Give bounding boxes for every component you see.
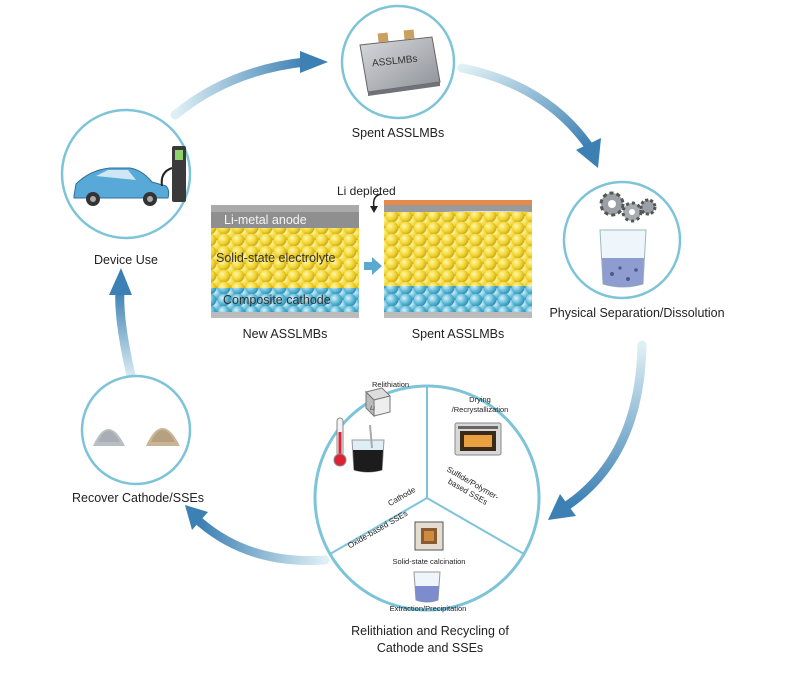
- device-use-label: Device Use: [94, 253, 158, 267]
- gears-icon: [599, 191, 657, 223]
- cycle-arrow-recover-to-device: [109, 268, 137, 385]
- electrolyte-label: Solid-state electrolyte: [216, 251, 336, 265]
- li-depleted-pointer: [370, 193, 382, 213]
- transition-arrow: [364, 257, 382, 275]
- precipitation-beaker-icon: [413, 571, 441, 603]
- calcination-label: Solid-state calcination: [392, 557, 466, 566]
- cycle-arrow-device-to-spent: [170, 51, 328, 120]
- electric-car-icon: [73, 167, 170, 206]
- anode-label: Li-metal anode: [224, 213, 307, 227]
- cycle-arrow-recycle-to-recover: [185, 505, 330, 565]
- black-beaker-icon: [351, 424, 385, 473]
- recover-label: Recover Cathode/SSEs: [71, 491, 204, 505]
- oven-icon: [454, 422, 502, 456]
- relithiation-recycling-label: Relithiation and Recycling of Cathode an…: [351, 624, 509, 655]
- cycle-arrow-spent-to-separation: [457, 63, 601, 168]
- thermometer-icon: [333, 417, 347, 467]
- relithiation-label: Relithiation: [372, 380, 410, 389]
- separation-node: [562, 180, 682, 300]
- li-metal-cube-icon: [365, 387, 391, 418]
- cathode-powder-pile-icon: [93, 429, 125, 446]
- device-use-node: [60, 108, 192, 240]
- extraction-label: Extraction/Precipitation: [389, 604, 467, 613]
- new-battery-section: [211, 205, 359, 318]
- spent-asslmbs-node: [340, 4, 456, 120]
- spent-asslmbs-caption: Spent ASSLMBs: [411, 327, 505, 341]
- new-asslmbs-caption: New ASSLMBs: [242, 327, 328, 341]
- battery-pouch-icon: [359, 29, 441, 96]
- li-depleted-label: Li depleted: [337, 184, 396, 198]
- cycle-arrow-separation-to-recycle: [548, 340, 647, 520]
- spent-battery-section: [384, 200, 532, 318]
- calcination-furnace-icon: [414, 521, 444, 551]
- beaker-icon: [599, 229, 647, 288]
- charging-station-icon: [160, 146, 186, 202]
- recover-node: [80, 374, 192, 486]
- cathode-layer-label: Composite cathode: [223, 293, 331, 307]
- separation-label: Physical Separation/Dissolution: [549, 306, 725, 320]
- sse-powder-pile-icon: [146, 428, 180, 446]
- drying-label: Drying /Recrystallization: [451, 395, 509, 414]
- recycle-panel: [313, 384, 541, 612]
- spent-asslmbs-label: Spent ASSLMBs: [351, 126, 445, 140]
